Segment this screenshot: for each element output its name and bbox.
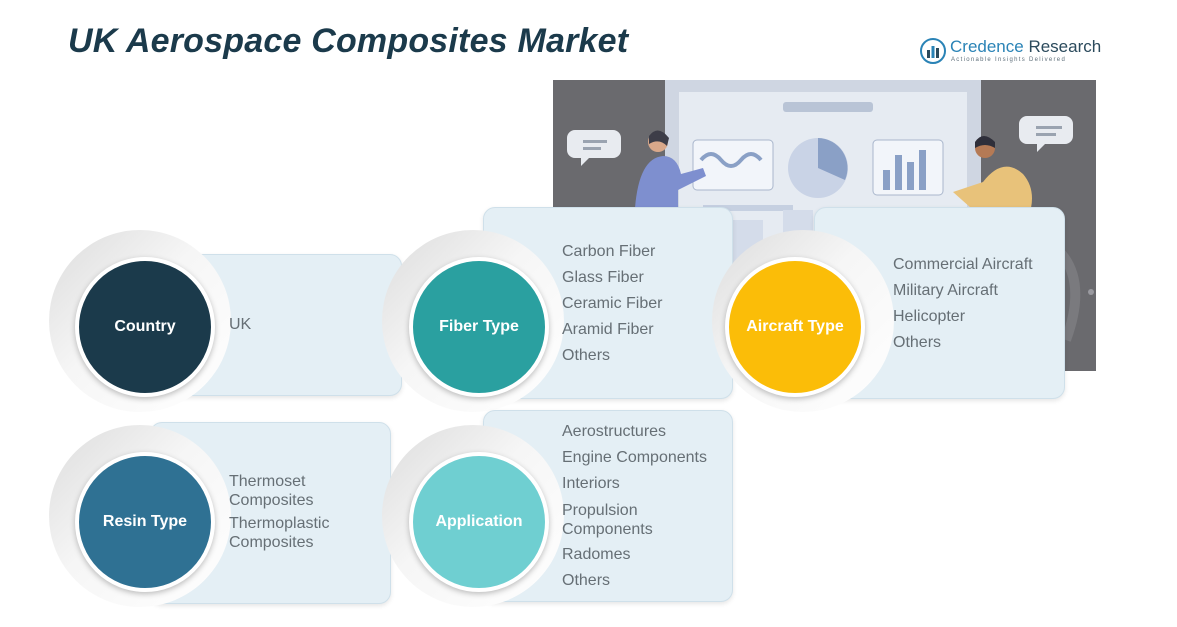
list-item: Helicopter	[893, 308, 966, 325]
list-item: Ceramic Fiber	[562, 295, 663, 312]
logo-name-rest: Research	[1023, 37, 1102, 56]
country-label: Country	[114, 318, 176, 336]
logo-brand: Credence	[950, 37, 1024, 56]
list-item: Interiors	[562, 475, 620, 492]
list-item: Aerostructures	[562, 423, 667, 440]
resin-type-disc: Resin Type	[75, 452, 215, 592]
fiber-type-label: Fiber Type	[439, 318, 519, 336]
resin-type-label: Resin Type	[102, 513, 188, 531]
list-item: Radomes	[562, 546, 631, 563]
list-item: UK	[229, 316, 252, 333]
list-item: Thermoset Composites	[229, 473, 314, 509]
list-item: Aramid Fiber	[562, 321, 654, 338]
aircraft-type-items: Commercial Aircraft Military Aircraft He…	[893, 252, 1033, 356]
list-item: Carbon Fiber	[562, 243, 656, 260]
country-items: UK	[229, 312, 251, 338]
country-disc: Country	[75, 257, 215, 397]
aircraft-type-disc: Aircraft Type	[725, 257, 865, 397]
list-item: Commercial Aircraft	[893, 256, 1033, 273]
bar-chart-logo-icon	[920, 38, 946, 64]
list-item: Thermoplastic Composites	[229, 515, 330, 551]
list-item: Others	[893, 334, 942, 351]
credence-research-logo: Credence Research Actionable Insights De…	[920, 36, 1101, 70]
logo-tagline: Actionable Insights Delivered	[951, 57, 1067, 63]
list-item: Military Aircraft	[893, 282, 998, 299]
resin-type-items: Thermoset Composites Thermoplastic Compo…	[229, 468, 349, 555]
logo-name: Credence Research	[950, 37, 1101, 57]
fiber-type-disc: Fiber Type	[409, 257, 549, 397]
application-disc: Application	[409, 452, 549, 592]
list-item: Propulsion Components	[562, 502, 653, 538]
list-item: Engine Components	[562, 449, 707, 466]
fiber-type-items: Carbon Fiber Glass Fiber Ceramic Fiber A…	[562, 239, 662, 369]
aircraft-type-label: Aircraft Type	[746, 318, 844, 336]
list-item: Others	[562, 572, 611, 589]
list-item: Glass Fiber	[562, 269, 644, 286]
page-title: UK Aerospace Composites Market	[68, 22, 629, 60]
list-item: Others	[562, 347, 611, 364]
application-items: Aerostructures Engine Components Interio…	[562, 419, 707, 594]
application-label: Application	[435, 513, 523, 531]
